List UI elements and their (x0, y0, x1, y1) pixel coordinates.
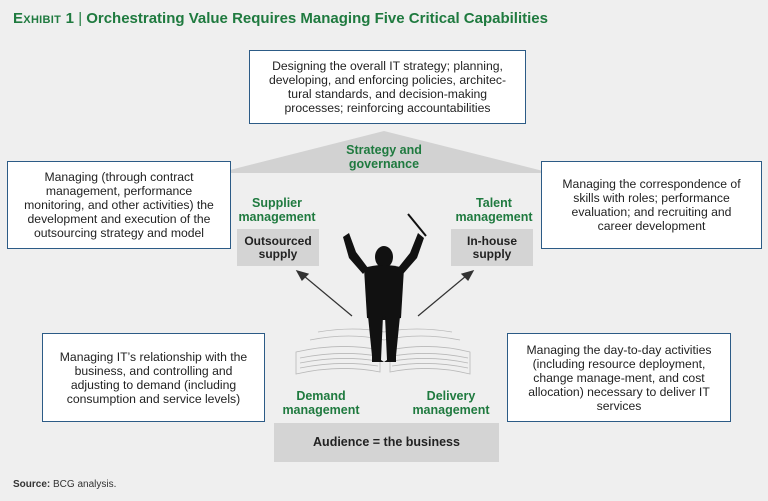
demand-label: Demand management (282, 389, 360, 417)
delivery-description-box: Managing the day-to-day activities (incl… (507, 333, 731, 422)
supplier-label: Supplier management (238, 196, 316, 224)
supplier-description-text: Managing (through contract management, p… (24, 170, 214, 240)
strategy-roof (218, 131, 551, 173)
score-pages-sketch (295, 328, 471, 375)
talent-description-box: Managing the correspondence of skills wi… (541, 161, 762, 249)
source-text: BCG analysis. (53, 479, 117, 490)
arrow-to-outsourced (295, 270, 353, 317)
audience-box: Audience = the business (274, 423, 499, 462)
supplier-description-box: Managing (through contract management, p… (7, 161, 231, 249)
source-note: Source: BCG analysis. (13, 479, 116, 490)
strategy-description-text: Designing the overall IT strategy; plann… (268, 59, 507, 115)
source-label: Source: (13, 479, 51, 490)
exhibit-number: Exhibit 1 (13, 10, 75, 27)
title-text: Orchestrating Value Requires Managing Fi… (86, 10, 548, 27)
outsourced-supply-box: Outsourced supply (237, 229, 319, 266)
demand-description-box: Managing IT’s relationship with the busi… (42, 333, 265, 422)
strategy-description-box: Designing the overall IT strategy; plann… (249, 50, 526, 124)
title-separator: | (78, 10, 83, 27)
demand-description-text: Managing IT’s relationship with the busi… (59, 349, 248, 406)
conductor-silhouette (343, 213, 427, 362)
talent-label: Talent management (455, 196, 533, 224)
strategy-label: Strategy and governance (346, 143, 422, 171)
arrow-to-inhouse (417, 270, 475, 317)
talent-description-text: Managing the correspondence of skills wi… (562, 177, 741, 233)
exhibit-title: Exhibit 1|Orchestrating Value Requires M… (13, 10, 548, 27)
delivery-description-text: Managing the day-to-day activities (incl… (526, 342, 712, 413)
delivery-label: Delivery management (412, 389, 490, 417)
inhouse-supply-box: In-house supply (451, 229, 533, 266)
